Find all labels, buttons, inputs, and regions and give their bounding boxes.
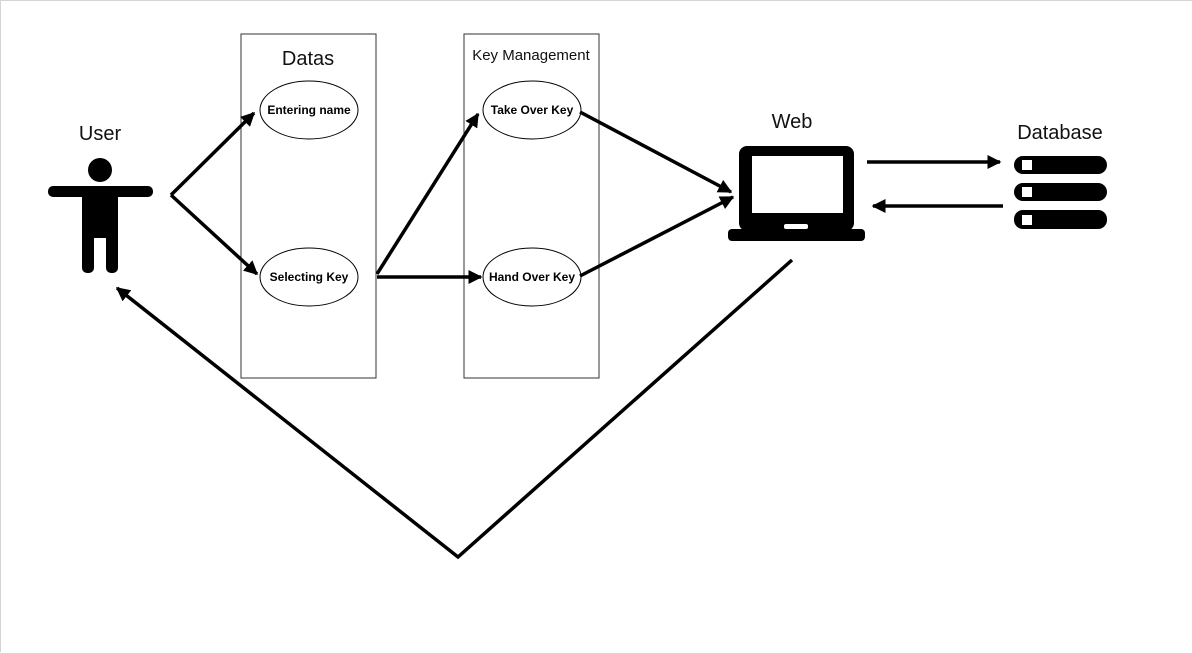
key-management-container: Key Management Take Over Key Hand Over K… <box>463 33 600 379</box>
database-system: Database <box>1014 122 1107 229</box>
node-hand-over-key[interactable]: Hand Over Key <box>482 247 582 307</box>
laptop-icon <box>728 146 865 241</box>
edge-user-to-selecting-key <box>169 193 259 276</box>
web-system: Web <box>728 111 865 241</box>
node-selecting-key[interactable]: Selecting Key <box>259 247 359 307</box>
database-icon <box>1014 156 1107 229</box>
edge-take-over-to-web <box>579 110 733 194</box>
user-label: User <box>79 123 122 145</box>
node-take-over-key[interactable]: Take Over Key <box>482 80 582 140</box>
key-management-title: Key Management <box>472 47 590 64</box>
node-selecting-key-label: Selecting Key <box>270 270 349 284</box>
node-entering-name[interactable]: Entering name <box>259 80 359 140</box>
database-label: Database <box>1017 122 1103 144</box>
datas-title: Datas <box>282 48 334 70</box>
web-label: Web <box>772 111 813 133</box>
user-actor: User <box>48 123 153 273</box>
edge-web-to-user <box>115 258 794 560</box>
node-entering-name-label: Entering name <box>267 103 351 117</box>
person-icon <box>48 158 153 273</box>
node-take-over-key-label: Take Over Key <box>491 103 574 117</box>
edge-selecting-to-take-over <box>375 112 480 275</box>
node-hand-over-key-label: Hand Over Key <box>489 270 575 284</box>
datas-container: Datas Entering name Selecting Key <box>240 33 377 379</box>
edge-hand-over-to-web <box>579 195 735 278</box>
edge-user-to-entering-name <box>169 111 256 197</box>
